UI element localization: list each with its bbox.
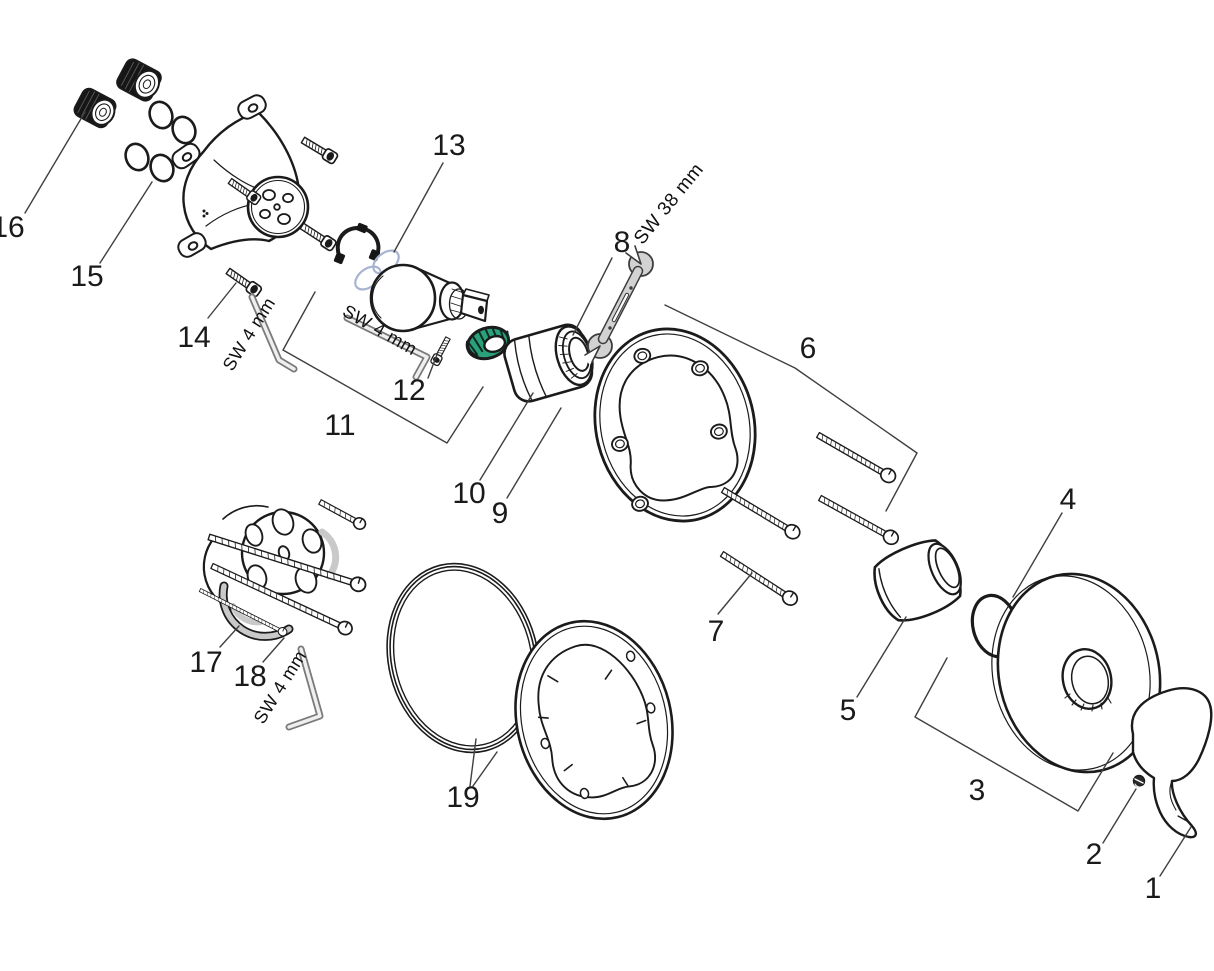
wall-mounting-body bbox=[171, 94, 310, 258]
part-label-16: 16 bbox=[0, 211, 25, 244]
leader-17 bbox=[219, 625, 240, 648]
allen-key-18 bbox=[285, 645, 324, 731]
allen-key-14 bbox=[248, 293, 298, 373]
part-label-14: 14 bbox=[177, 321, 211, 354]
wall-plug-pair bbox=[73, 58, 162, 129]
sleeve-barrel bbox=[873, 539, 962, 622]
part-label-4: 4 bbox=[1059, 483, 1077, 516]
leader-16 bbox=[24, 111, 86, 214]
leader-12 bbox=[427, 351, 439, 379]
open-end-wrench bbox=[582, 242, 654, 365]
leader-8 bbox=[572, 257, 613, 336]
part-label-9: 9 bbox=[491, 497, 509, 530]
extension-set bbox=[197, 496, 369, 641]
u-safety-clip bbox=[333, 222, 381, 265]
stop-sleeve-cup bbox=[503, 323, 594, 403]
leader-19a bbox=[469, 738, 477, 787]
part-label-3: 3 bbox=[968, 774, 986, 807]
sealing-flange bbox=[593, 327, 757, 523]
leader-6 bbox=[664, 304, 918, 512]
part-label-18: 18 bbox=[233, 660, 267, 693]
leader-7 bbox=[717, 572, 753, 615]
leader-19b bbox=[472, 751, 498, 787]
leader-15 bbox=[99, 181, 153, 264]
part-label-1: 1 bbox=[1144, 872, 1162, 905]
cartridge bbox=[369, 263, 490, 333]
part-label-6: 6 bbox=[799, 332, 817, 365]
set-screw bbox=[1132, 774, 1146, 788]
escutcheon bbox=[991, 572, 1162, 774]
leader-1 bbox=[1159, 826, 1192, 877]
part-label-11: 11 bbox=[324, 409, 356, 442]
screw-12 bbox=[429, 335, 453, 367]
leader-14 bbox=[207, 282, 237, 319]
leader-9 bbox=[506, 407, 562, 499]
small-o-rings bbox=[124, 100, 197, 183]
leader-11 bbox=[282, 291, 484, 444]
leader-2 bbox=[1102, 788, 1137, 844]
part-label-17: 17 bbox=[189, 646, 223, 679]
part-label-12: 12 bbox=[392, 374, 426, 407]
leader-4 bbox=[1012, 512, 1063, 598]
green-knurled-ring bbox=[465, 325, 511, 361]
part-label-5: 5 bbox=[839, 694, 857, 727]
leader-10 bbox=[479, 392, 534, 481]
leader-13 bbox=[393, 162, 444, 253]
leader-lines bbox=[24, 111, 1192, 877]
part-label-8: 8 bbox=[613, 226, 631, 259]
leader-18 bbox=[262, 637, 285, 663]
part-label-7: 7 bbox=[707, 615, 725, 648]
castellated-ring bbox=[514, 619, 674, 821]
part-label-10: 10 bbox=[452, 477, 486, 510]
leader-5 bbox=[856, 616, 907, 698]
allen-key-12 bbox=[343, 314, 431, 381]
large-o-ring bbox=[386, 562, 540, 754]
leader-3 bbox=[914, 657, 1114, 812]
lever-handle bbox=[1130, 687, 1213, 839]
part-label-13: 13 bbox=[432, 129, 466, 162]
part-label-15: 15 bbox=[70, 260, 104, 293]
part-label-2: 2 bbox=[1085, 838, 1103, 871]
part-label-19: 19 bbox=[446, 781, 480, 814]
